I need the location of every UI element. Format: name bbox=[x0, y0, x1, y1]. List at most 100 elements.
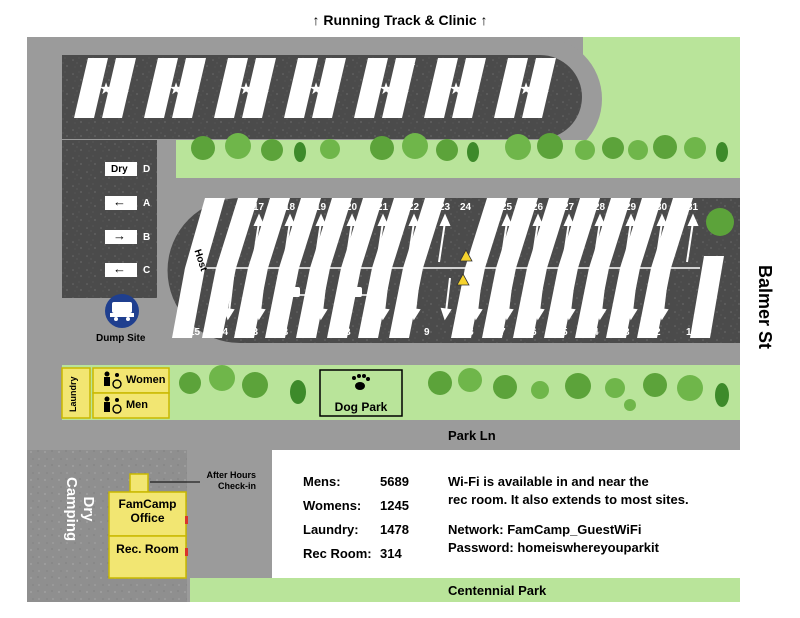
top-lower-site-44: 44 bbox=[496, 107, 508, 118]
main-top-site-21: 21 bbox=[377, 202, 389, 213]
top-lower-site-38: 38 bbox=[286, 107, 298, 118]
code-mens-value: 5689 bbox=[380, 474, 409, 489]
svg-text:★: ★ bbox=[449, 79, 463, 98]
code-mens-label: Mens: bbox=[303, 474, 341, 489]
main-bottom-site-1: 1 bbox=[686, 327, 692, 338]
dump-lane-a: A bbox=[143, 198, 151, 209]
main-bottom-site-4: 4 bbox=[593, 327, 599, 338]
rec-door bbox=[185, 548, 188, 556]
main-top-site-28: 28 bbox=[594, 202, 606, 213]
code-laundry-value: 1478 bbox=[380, 522, 409, 537]
main-top-site-30: 30 bbox=[656, 202, 668, 213]
restroom-icons bbox=[104, 371, 122, 414]
rec-room-building bbox=[108, 535, 187, 579]
main-bottom-site-2: 2 bbox=[655, 327, 661, 338]
dump-lane-c: C bbox=[143, 265, 151, 276]
main-bottom-site-11: 11 bbox=[364, 327, 375, 338]
main-top-site-29: 29 bbox=[625, 202, 637, 213]
main-top-site-17: 17 bbox=[253, 202, 265, 213]
main-top-site-20: 20 bbox=[346, 202, 358, 213]
dump-site-icon bbox=[105, 294, 139, 328]
top-upper-site-43: 43 bbox=[474, 57, 486, 68]
main-top-site-25: 25 bbox=[501, 202, 513, 213]
men-label: Men bbox=[126, 399, 148, 411]
office-door bbox=[185, 516, 188, 524]
arrow-left-icon: ← bbox=[113, 194, 126, 209]
top-upper-site-45: 45 bbox=[544, 57, 556, 68]
women-label: Women bbox=[126, 374, 166, 386]
dog-park-box bbox=[319, 369, 403, 417]
street-balmer-st: Balmer St bbox=[755, 265, 775, 350]
main-top-site-31: 31 bbox=[687, 202, 699, 213]
main-row-stalls bbox=[172, 198, 724, 338]
dump-site-label: Dump Site bbox=[96, 333, 146, 344]
main-bottom-site-13: 13 bbox=[247, 327, 259, 338]
page-title: ↑ Running Track & Clinic ↑ bbox=[312, 12, 488, 28]
wifi-line2: rec room. It also extends to most sites. bbox=[448, 492, 689, 507]
laundry-label: Laundry bbox=[68, 376, 78, 412]
code-womens-label: Womens: bbox=[303, 498, 362, 513]
code-rec-room-label: Rec Room: bbox=[303, 546, 372, 561]
main-bottom-site-11B: 11B bbox=[333, 327, 351, 338]
code-laundry-label: Laundry: bbox=[303, 522, 359, 537]
top-upper-site-33: 33 bbox=[124, 57, 136, 68]
balmer-margin bbox=[740, 37, 800, 602]
top-upper-site-35: 35 bbox=[194, 57, 206, 68]
dump-lane-d: D bbox=[143, 164, 151, 175]
main-bottom-site-15: 15 bbox=[189, 327, 201, 338]
dump-lane-markers bbox=[105, 162, 137, 277]
arrow-left-icon: ← bbox=[113, 261, 126, 276]
top-upper-site-39: 39 bbox=[334, 57, 346, 68]
dump-lane-d-tag: Dry bbox=[111, 164, 128, 175]
rec-room-label: Rec. Room bbox=[116, 542, 179, 556]
top-upper-site-41: 41 bbox=[404, 57, 416, 68]
street-park-ln: Park Ln bbox=[448, 428, 496, 443]
dry-camping-label: Dry Camping bbox=[63, 477, 97, 542]
famcamp-office-label: FamCamp Office bbox=[118, 497, 177, 525]
main-top-site-27: 27 bbox=[563, 202, 575, 213]
top-row-arrows bbox=[82, 63, 549, 115]
paw-icon bbox=[352, 374, 370, 390]
main-top-site-22: 22 bbox=[408, 202, 420, 213]
main-bottom-site-12B: 12B bbox=[270, 327, 289, 338]
svg-text:★: ★ bbox=[239, 79, 253, 98]
top-row-stars: ★★★ ★★★★ bbox=[99, 79, 533, 98]
main-top-site-18: 18 bbox=[284, 202, 296, 213]
warning-icons bbox=[456, 249, 473, 286]
top-upper-site-37: 37 bbox=[264, 57, 276, 68]
svg-text:★: ★ bbox=[379, 79, 393, 98]
dump-lane-b: B bbox=[143, 232, 151, 243]
main-top-site-24: 24 bbox=[460, 202, 472, 213]
main-bottom-site-3: 3 bbox=[624, 327, 630, 338]
trailer-icons bbox=[280, 287, 367, 301]
main-top-site-26: 26 bbox=[532, 202, 544, 213]
street-centennial-park: Centennial Park bbox=[448, 583, 547, 598]
main-bottom-site-14: 14 bbox=[217, 327, 229, 338]
trees-lower bbox=[179, 365, 729, 411]
svg-text:★: ★ bbox=[169, 79, 183, 98]
top-lower-site-36: 36 bbox=[216, 107, 228, 118]
main-bottom-site-12: 12 bbox=[305, 327, 317, 338]
svg-text:★: ★ bbox=[519, 79, 533, 98]
main-top-site-19: 19 bbox=[315, 202, 327, 213]
code-rec-room-value: 314 bbox=[380, 546, 402, 561]
info-box bbox=[272, 450, 740, 578]
code-womens-value: 1245 bbox=[380, 498, 409, 513]
main-bottom-site-5: 5 bbox=[562, 327, 568, 338]
top-lower-site-40: 40 bbox=[356, 107, 368, 118]
main-bottom-site-9: 9 bbox=[424, 327, 430, 338]
dog-park-label: Dog Park bbox=[334, 400, 388, 414]
svg-text:★: ★ bbox=[99, 79, 113, 98]
top-lower-site-34: 34 bbox=[146, 107, 158, 118]
grass-centennial bbox=[190, 578, 740, 602]
after-hours-label: After Hours Check-in bbox=[206, 470, 256, 491]
top-lower-site-42: 42 bbox=[426, 107, 438, 118]
wifi-network: Network: FamCamp_GuestWiFi bbox=[448, 522, 642, 537]
main-bottom-site-7: 7 bbox=[500, 327, 506, 338]
main-bottom-site-8: 8 bbox=[468, 327, 474, 338]
main-top-site-23: 23 bbox=[439, 202, 451, 213]
laundry-building bbox=[61, 367, 91, 419]
top-lower-site-32: 32 bbox=[76, 107, 88, 118]
main-bottom-site-10: 10 bbox=[394, 327, 406, 338]
